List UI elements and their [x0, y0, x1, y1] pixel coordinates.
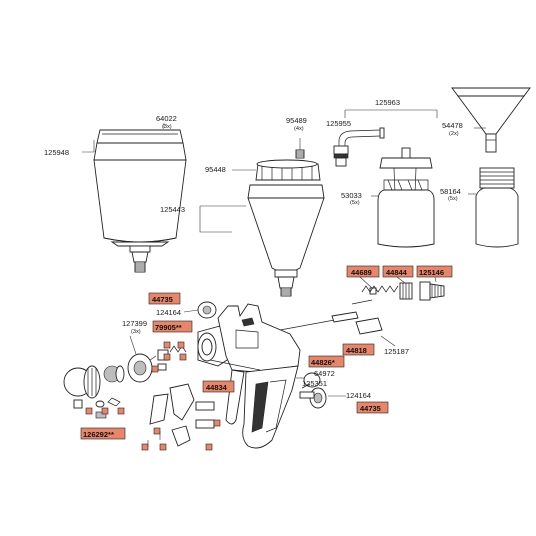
reference-squares	[85, 341, 221, 451]
highlight-44735-bottom: 44735	[360, 404, 381, 413]
highlighted-part-numbers: 44689 44844 125146 44735 79905** 44818 4…	[80, 265, 453, 440]
label-127399: 127399	[122, 319, 147, 328]
cup-125948	[93, 129, 187, 273]
label-58164-qty: (5x)	[448, 196, 458, 202]
label-64972: 64972	[314, 369, 335, 378]
needle-assembly	[279, 281, 445, 335]
cup-125443	[247, 159, 325, 297]
label-125963: 125963	[375, 98, 400, 107]
highlight-125146: 125146	[419, 268, 444, 277]
bottle-58164	[475, 167, 519, 248]
label-125187: 125187	[384, 347, 409, 356]
highlight-79905: 79905**	[155, 323, 182, 332]
label-125948: 125948	[44, 148, 69, 157]
label-95448: 95448	[205, 165, 226, 174]
highlight-44689: 44689	[351, 268, 372, 277]
label-125443: 125443	[160, 205, 185, 214]
highlight-44818: 44818	[346, 346, 367, 355]
label-127399-qty: (3x)	[131, 329, 141, 335]
label-125955: 125955	[326, 119, 351, 128]
label-95489-qty: (4x)	[294, 126, 304, 132]
label-58164: 58164	[440, 187, 461, 196]
label-64022-qty: (3x)	[162, 124, 172, 130]
highlight-44826: 44826*	[311, 358, 335, 367]
highlight-126292: 126292**	[83, 430, 114, 439]
label-54478: 54478	[442, 121, 463, 130]
label-64022: 64022	[156, 114, 177, 123]
plug-95489	[295, 149, 305, 159]
highlight-44735-top: 44735	[152, 295, 173, 304]
label-125351: 125351	[302, 379, 327, 388]
elbow-125955	[333, 127, 385, 167]
label-54478-qty: (2x)	[449, 131, 459, 137]
label-124164-top: 124164	[156, 308, 181, 317]
label-95489: 95489	[286, 116, 307, 125]
funnel-54478	[451, 87, 531, 153]
bottle-53033	[377, 147, 435, 248]
highlight-44844: 44844	[386, 268, 408, 277]
highlight-44834: 44834	[206, 383, 228, 392]
label-124164-bottom: 124164	[346, 391, 371, 400]
label-53033-qty: (5x)	[350, 200, 360, 206]
label-53033: 53033	[341, 191, 362, 200]
